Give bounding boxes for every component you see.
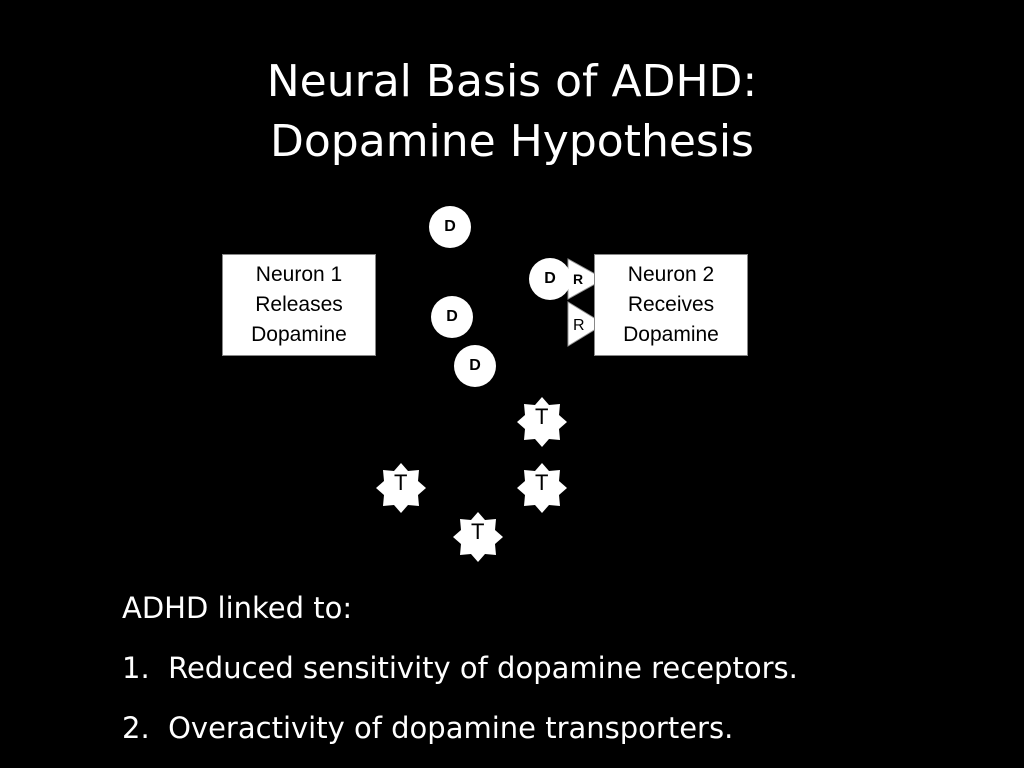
dopamine-bound-to-receptor: D: [529, 258, 571, 300]
transporter-3: T: [517, 463, 567, 513]
transporter-2: T: [376, 463, 426, 513]
receptor-bottom: R: [567, 301, 605, 347]
neuron-1-line-3: Dopamine: [251, 323, 347, 346]
dopamine-molecule: D: [431, 296, 473, 338]
neuron-1-line-1: Neuron 1: [255, 263, 343, 286]
receptor-label: R: [573, 271, 583, 287]
transporter-label: T: [471, 519, 484, 544]
slide-title-line-1: Neural Basis of ADHD:: [266, 56, 758, 107]
transporter-1: T: [517, 397, 567, 447]
notes-list: ADHD linked to: 1. Reduced sensitivity o…: [122, 578, 798, 758]
dopamine-molecule: D: [454, 345, 496, 387]
neuron-2-box: Neuron 2 Receives Dopamine: [594, 254, 748, 356]
slide-title-line-2: Dopamine Hypothesis: [270, 116, 754, 167]
transporter-4: T: [453, 512, 503, 562]
neuron-2-line-3: Dopamine: [623, 323, 719, 346]
neuron-1-line-2: Releases: [255, 293, 343, 316]
slide-title: Neural Basis of ADHD: Dopamine Hypothesi…: [0, 52, 1024, 172]
transporter-label: T: [535, 404, 548, 429]
neuron-1-box: Neuron 1 Releases Dopamine: [222, 254, 376, 356]
notes-item: 2. Overactivity of dopamine transporters…: [122, 711, 734, 745]
dopamine-molecule: D: [429, 206, 471, 248]
notes-item: 1. Reduced sensitivity of dopamine recep…: [122, 651, 798, 685]
receptor-label: R: [573, 317, 585, 334]
notes-heading: ADHD linked to:: [122, 591, 353, 625]
transporter-label: T: [394, 470, 407, 495]
neuron-2-line-2: Receives: [627, 293, 715, 316]
neuron-2-line-1: Neuron 2: [627, 263, 715, 286]
transporter-label: T: [535, 470, 548, 495]
